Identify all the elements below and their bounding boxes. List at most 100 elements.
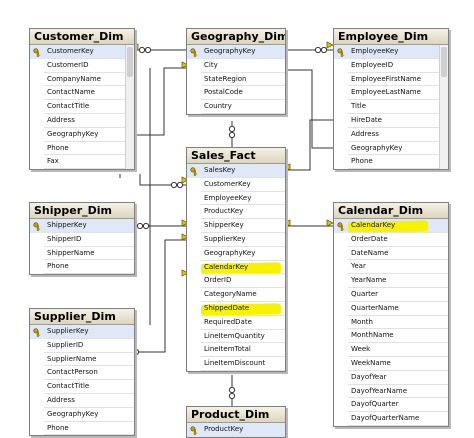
- table-title[interactable]: Customer_Dim: [30, 29, 134, 45]
- column-row[interactable]: ContactPerson: [30, 366, 134, 380]
- column-name: DayofYearName: [351, 386, 408, 395]
- column-row[interactable]: EmployeeKey: [334, 45, 448, 59]
- column-row[interactable]: GeographyKey: [30, 128, 134, 142]
- column-row[interactable]: LineItemTotal: [187, 343, 285, 357]
- column-row[interactable]: Country: [187, 100, 285, 114]
- column-row[interactable]: CustomerKey: [30, 45, 134, 59]
- column-name: HireDate: [351, 115, 382, 124]
- column-row[interactable]: SupplierKey: [187, 233, 285, 247]
- primary-key-icon: [33, 328, 42, 337]
- column-row[interactable]: EmployeeFirstName: [334, 73, 448, 87]
- column-name: Title: [351, 102, 367, 111]
- column-row[interactable]: SupplierID: [30, 339, 134, 353]
- column-name: EmployeeLastName: [351, 88, 421, 97]
- column-row[interactable]: Quarter: [334, 288, 448, 302]
- column-row[interactable]: SupplierName: [30, 353, 134, 367]
- column-row[interactable]: ShipperKey: [187, 219, 285, 233]
- column-name: CustomerID: [47, 60, 89, 69]
- table-title[interactable]: Employee_Dim: [334, 29, 448, 45]
- column-row[interactable]: CustomerID: [30, 59, 134, 73]
- column-row[interactable]: CompanyName: [30, 73, 134, 87]
- column-row[interactable]: ContactName: [30, 86, 134, 100]
- column-row[interactable]: Address: [334, 128, 448, 142]
- column-row[interactable]: Address: [30, 394, 134, 408]
- column-row[interactable]: CategoryName: [187, 288, 285, 302]
- column-row[interactable]: CustomerKey: [187, 178, 285, 192]
- column-name: OrderID: [204, 276, 232, 285]
- table-title[interactable]: Geography_Dim: [187, 29, 285, 45]
- scrollbar-thumb[interactable]: [127, 47, 133, 77]
- column-row[interactable]: Phone: [30, 142, 134, 156]
- column-row[interactable]: CalendarKey: [334, 219, 448, 233]
- column-row[interactable]: MonthName: [334, 329, 448, 343]
- column-row[interactable]: ContactTitle: [30, 380, 134, 394]
- column-row[interactable]: ShipperName: [30, 247, 134, 261]
- column-row[interactable]: ProductKey: [187, 205, 285, 219]
- column-row[interactable]: Phone: [30, 422, 134, 436]
- column-row[interactable]: OrderDate: [334, 233, 448, 247]
- table-title[interactable]: Calendar_Dim: [334, 203, 448, 219]
- column-row[interactable]: Week: [334, 343, 448, 357]
- table-title[interactable]: Product_Dim: [187, 407, 285, 423]
- primary-key-icon: [337, 222, 346, 231]
- column-row[interactable]: Title: [334, 100, 448, 114]
- column-row[interactable]: Year: [334, 260, 448, 274]
- column-row[interactable]: GeographyKey: [334, 142, 448, 156]
- column-row[interactable]: WeekName: [334, 357, 448, 371]
- column-name: LineItemQuantity: [204, 331, 265, 340]
- column-row[interactable]: SupplierKey: [30, 325, 134, 339]
- column-row[interactable]: Phone: [30, 260, 134, 274]
- table-scrollbar[interactable]: [439, 45, 448, 170]
- column-row[interactable]: StateRegion: [187, 73, 285, 87]
- column-row[interactable]: City: [187, 59, 285, 73]
- column-name: EmployeeKey: [351, 47, 399, 55]
- column-row[interactable]: ContactTitle: [30, 100, 134, 114]
- column-row[interactable]: RequiredDate: [187, 316, 285, 330]
- column-row[interactable]: EmployeeLastName: [334, 86, 448, 100]
- column-row[interactable]: ShipperKey: [30, 219, 134, 233]
- column-name: ShippedDate: [204, 303, 250, 312]
- column-row[interactable]: Phone: [334, 155, 448, 169]
- column-row[interactable]: ShippedDate: [187, 302, 285, 316]
- column-row[interactable]: Address: [30, 114, 134, 128]
- column-row[interactable]: LineItemQuantity: [187, 330, 285, 344]
- column-row[interactable]: HireDate: [334, 114, 448, 128]
- column-row[interactable]: EmployeeKey: [187, 192, 285, 206]
- table-title[interactable]: Supplier_Dim: [30, 309, 134, 325]
- column-row[interactable]: DateName: [334, 247, 448, 261]
- column-row[interactable]: OrderID: [187, 274, 285, 288]
- column-row[interactable]: DayofYear: [334, 371, 448, 385]
- column-row[interactable]: GeographyKey: [187, 45, 285, 59]
- column-row[interactable]: EmployeeID: [334, 59, 448, 73]
- column-row[interactable]: CalendarKey: [187, 261, 285, 275]
- table-title[interactable]: Shipper_Dim: [30, 203, 134, 219]
- column-row[interactable]: GeographyKey: [30, 408, 134, 422]
- column-row[interactable]: QuarterName: [334, 302, 448, 316]
- table-title[interactable]: Sales_Fact: [187, 148, 285, 164]
- column-row[interactable]: ShipperID: [30, 233, 134, 247]
- column-row[interactable]: DayofQuarterName: [334, 412, 448, 426]
- scrollbar-thumb[interactable]: [441, 47, 447, 77]
- column-row[interactable]: LineItemDiscount: [187, 357, 285, 371]
- column-row[interactable]: GeographyKey: [187, 247, 285, 261]
- column-name: SupplierKey: [47, 327, 89, 335]
- column-row[interactable]: SalesKey: [187, 164, 285, 178]
- table-scrollbar[interactable]: [125, 45, 134, 170]
- column-row[interactable]: DayofYearName: [334, 385, 448, 399]
- column-row[interactable]: Month: [334, 316, 448, 330]
- column-row[interactable]: DayofQuarter: [334, 398, 448, 412]
- column-row[interactable]: Fax: [30, 155, 134, 169]
- column-row[interactable]: YearName: [334, 274, 448, 288]
- column-row[interactable]: PostalCode: [187, 86, 285, 100]
